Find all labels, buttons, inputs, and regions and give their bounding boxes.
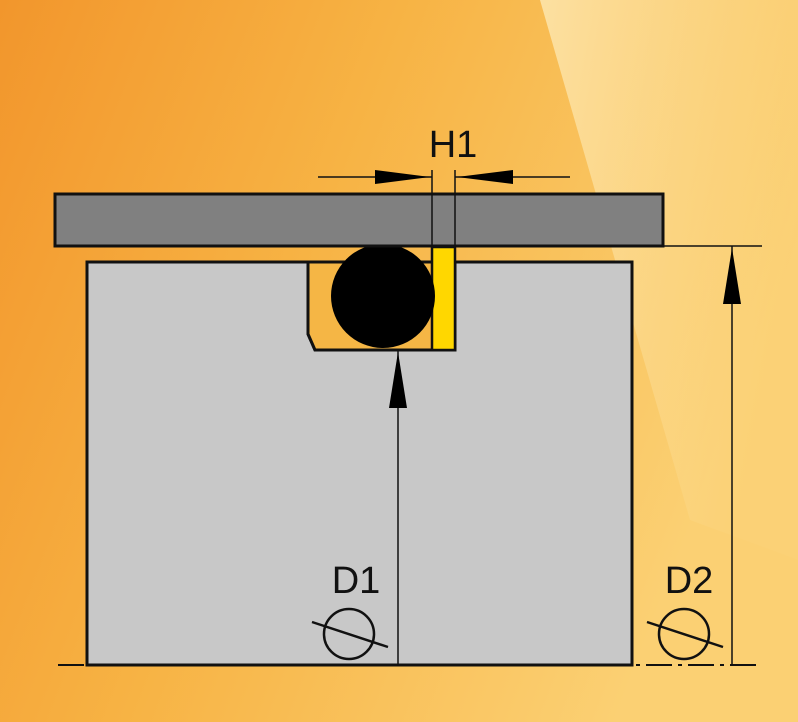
d1-label: D1 — [332, 560, 381, 602]
d1-arrow-up-icon — [389, 352, 407, 408]
d2-diameter-symbol-icon — [646, 607, 724, 661]
d1-diameter-symbol-icon — [311, 607, 389, 661]
h1-arrow-left-icon — [457, 170, 513, 184]
d1-dimension: D1 — [311, 350, 407, 665]
h1-label: H1 — [429, 124, 478, 166]
background-light-sweep — [540, 0, 798, 560]
rod-shaft — [53, 192, 665, 248]
d2-label: D2 — [665, 560, 714, 602]
o-ring — [331, 244, 435, 348]
h1-arrow-right-icon — [375, 170, 430, 184]
d2-arrow-up-icon — [723, 248, 741, 304]
d2-dimension: D2 — [646, 245, 762, 665]
h1-dimension: H1 — [318, 124, 570, 247]
backup-ring — [430, 245, 457, 352]
